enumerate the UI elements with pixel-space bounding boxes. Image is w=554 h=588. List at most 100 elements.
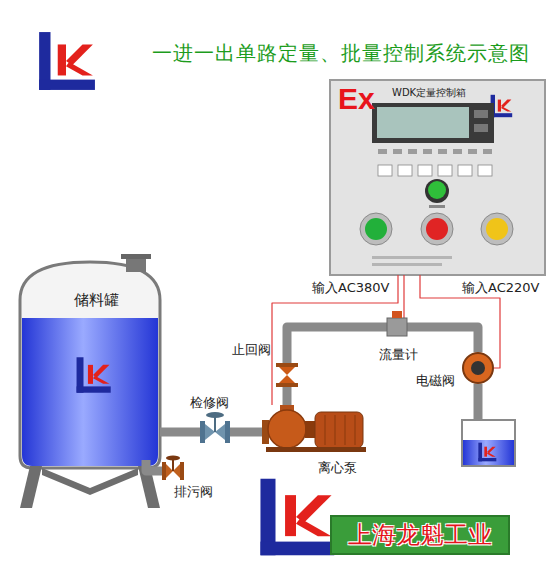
tank-liquid	[22, 318, 158, 466]
node-label: 排污阀	[174, 485, 213, 500]
button-ring	[421, 213, 453, 245]
tank-nozzle	[126, 258, 146, 272]
indicator	[438, 149, 447, 154]
key-row	[378, 165, 492, 176]
check-valve-body	[279, 375, 295, 383]
indicator	[408, 149, 417, 154]
nameplate-line	[372, 256, 452, 259]
display-key	[474, 110, 488, 118]
handwheel	[206, 412, 224, 418]
start-button	[365, 218, 387, 240]
pipe	[287, 327, 387, 363]
check-valve-body	[279, 367, 295, 375]
indicator	[393, 149, 402, 154]
pump-coupling	[305, 421, 316, 438]
key	[378, 165, 392, 176]
key	[398, 165, 412, 176]
pump-volute	[268, 410, 306, 448]
indicator	[453, 149, 462, 154]
node-label: 电磁阀	[416, 374, 455, 389]
signal-wire	[403, 275, 404, 318]
valve-body	[215, 424, 225, 440]
check-valve: 止回阀	[276, 363, 298, 387]
node-label: Ex	[338, 82, 375, 117]
node-label: 止回阀	[232, 343, 271, 358]
button-base	[425, 179, 449, 203]
key	[458, 165, 472, 176]
node-label: 检修阀	[190, 396, 229, 411]
button-ring	[481, 213, 513, 245]
valve-flange	[276, 383, 298, 387]
solenoid-valve	[463, 353, 493, 383]
signal-wire	[272, 275, 398, 405]
valve-body	[173, 464, 180, 478]
rib	[335, 415, 336, 445]
control-box: Ex WDK定量控制箱	[330, 80, 545, 275]
display-key	[474, 124, 488, 132]
button-ring	[360, 213, 392, 245]
motor-ribs	[325, 415, 355, 445]
indicator	[423, 149, 432, 154]
receiving-vessel	[462, 420, 515, 466]
valve-body	[166, 464, 173, 478]
flow-meter	[387, 318, 407, 336]
control-box-body	[330, 80, 545, 275]
node-label: 上海龙魁工业	[332, 522, 508, 550]
handwheel	[166, 456, 180, 461]
diagram-title: 一进一出单路定量、批量控制系统示意图	[152, 42, 530, 65]
reset-button	[486, 218, 508, 240]
solenoid-coil	[471, 361, 485, 375]
button-plate	[429, 205, 445, 208]
indicator-row	[378, 149, 492, 154]
key	[418, 165, 432, 176]
pump-motor	[315, 412, 363, 448]
power-input-label: 输入AC380V	[312, 281, 389, 296]
node-label: 离心泵	[318, 461, 357, 476]
nameplate-line	[372, 263, 442, 266]
tank-leg	[20, 466, 42, 508]
node-label: 储料罐	[26, 292, 166, 309]
valve-flange	[180, 462, 184, 480]
brand-box: 上海龙魁工业	[330, 515, 510, 555]
nozzle-cap	[121, 254, 151, 259]
valve-stem	[214, 416, 216, 432]
maintenance-valve: 检修阀	[200, 421, 230, 443]
pipe	[160, 428, 200, 437]
leg-brace	[42, 468, 138, 495]
display-frame	[372, 103, 494, 143]
indicator	[378, 149, 387, 154]
vessel-logo	[478, 443, 496, 462]
company-logo	[39, 32, 95, 90]
valve-flange	[162, 462, 166, 480]
solenoid-valve: 电磁阀	[462, 352, 494, 384]
pipe	[146, 460, 162, 471]
rib	[325, 415, 326, 445]
valve-flange	[225, 421, 230, 443]
valve-flange	[200, 421, 205, 443]
lcd-screen	[377, 107, 469, 138]
indicator	[468, 149, 477, 154]
node-label: 流量计	[379, 348, 418, 363]
stop-button	[426, 218, 448, 240]
run-button	[428, 181, 446, 199]
tank-logo	[77, 357, 111, 392]
brand-logo	[260, 479, 334, 556]
indicator	[483, 149, 492, 154]
meter-head	[392, 311, 402, 318]
flow-meter: 流量计	[387, 318, 407, 336]
centrifugal-pump: 离心泵	[262, 405, 366, 451]
key	[478, 165, 492, 176]
key	[438, 165, 452, 176]
pump-base	[266, 447, 366, 452]
pipe	[230, 428, 262, 437]
vessel-liquid	[463, 440, 514, 465]
power-input-label: 输入AC220V	[462, 281, 539, 296]
rib	[345, 415, 346, 445]
valve-stem	[172, 459, 174, 471]
storage-tank: 储料罐	[20, 280, 160, 460]
pipe	[283, 387, 292, 405]
valve-flange	[276, 363, 298, 367]
node-label: WDK定量控制箱	[392, 87, 466, 99]
